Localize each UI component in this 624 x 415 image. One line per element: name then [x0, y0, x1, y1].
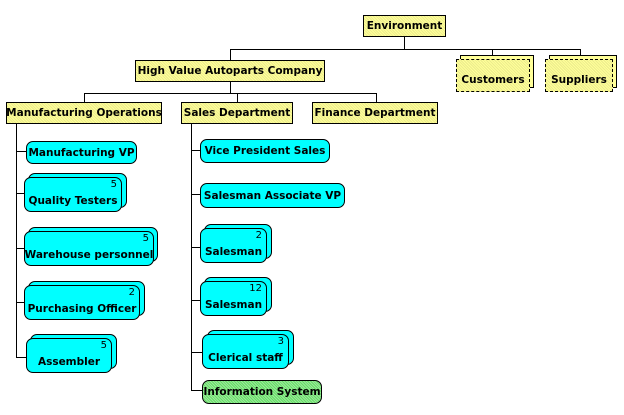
connector	[16, 124, 26, 358]
node-company[interactable]: High Value Autoparts Company	[135, 60, 325, 82]
role-count: 3	[277, 336, 284, 347]
role-label: Salesman Associate VP	[203, 189, 342, 202]
role-count: 12	[249, 283, 262, 294]
role-count: 5	[142, 233, 149, 244]
role-salesman-2[interactable]: Salesman 2	[200, 228, 267, 263]
node-information-system[interactable]: Information System	[202, 380, 322, 404]
node-label: Finance Department	[314, 107, 436, 119]
node-label: Customers	[461, 74, 525, 86]
node-finance-department[interactable]: Finance Department	[312, 102, 438, 124]
node-label: Information System	[203, 386, 321, 398]
node-sales-department[interactable]: Sales Department	[181, 102, 293, 124]
role-quality-testers[interactable]: Quality Testers 5	[24, 177, 122, 212]
node-label: Sales Department	[183, 107, 291, 119]
role-purchasing-officer[interactable]: Purchasing Officer 2	[24, 285, 140, 320]
role-label: Manufacturing VP	[28, 146, 135, 159]
connector	[191, 124, 202, 391]
role-assembler[interactable]: Assembler 5	[26, 338, 112, 373]
role-clerical-staff[interactable]: Clerical staff 3	[202, 334, 289, 369]
role-label: Salesman	[204, 299, 263, 311]
connector	[404, 49, 581, 55]
node-label: Environment	[366, 20, 443, 32]
role-label: Assembler	[37, 356, 101, 368]
connector	[230, 93, 377, 102]
role-label: Clerical staff	[208, 352, 283, 364]
role-count: 2	[128, 287, 135, 298]
role-vice-president-sales[interactable]: Vice President Sales	[200, 139, 330, 163]
role-label: Warehouse personnel	[24, 249, 154, 261]
node-customers[interactable]: Customers	[456, 59, 530, 92]
connector	[84, 82, 231, 102]
node-suppliers[interactable]: Suppliers	[545, 59, 613, 92]
node-label: Manufacturing Operations	[6, 107, 162, 119]
role-count: 5	[100, 340, 107, 351]
role-label: Vice President Sales	[204, 145, 326, 157]
role-warehouse-personnel[interactable]: Warehouse personnel 5	[24, 231, 154, 266]
role-label: Purchasing Officer	[27, 303, 137, 315]
role-count: 2	[255, 230, 262, 241]
role-label: Quality Testers	[28, 195, 118, 207]
role-count: 5	[110, 179, 117, 190]
role-manufacturing-vp[interactable]: Manufacturing VP	[26, 141, 137, 164]
role-salesman-associate-vp[interactable]: Salesman Associate VP	[200, 183, 345, 208]
role-label: Salesman	[204, 246, 263, 258]
node-environment[interactable]: Environment	[363, 15, 446, 37]
node-manufacturing-operations[interactable]: Manufacturing Operations	[6, 102, 162, 124]
node-label: Suppliers	[551, 74, 607, 86]
node-label: High Value Autoparts Company	[137, 65, 323, 77]
connector	[230, 37, 405, 60]
role-salesman-12[interactable]: Salesman 12	[200, 281, 267, 316]
